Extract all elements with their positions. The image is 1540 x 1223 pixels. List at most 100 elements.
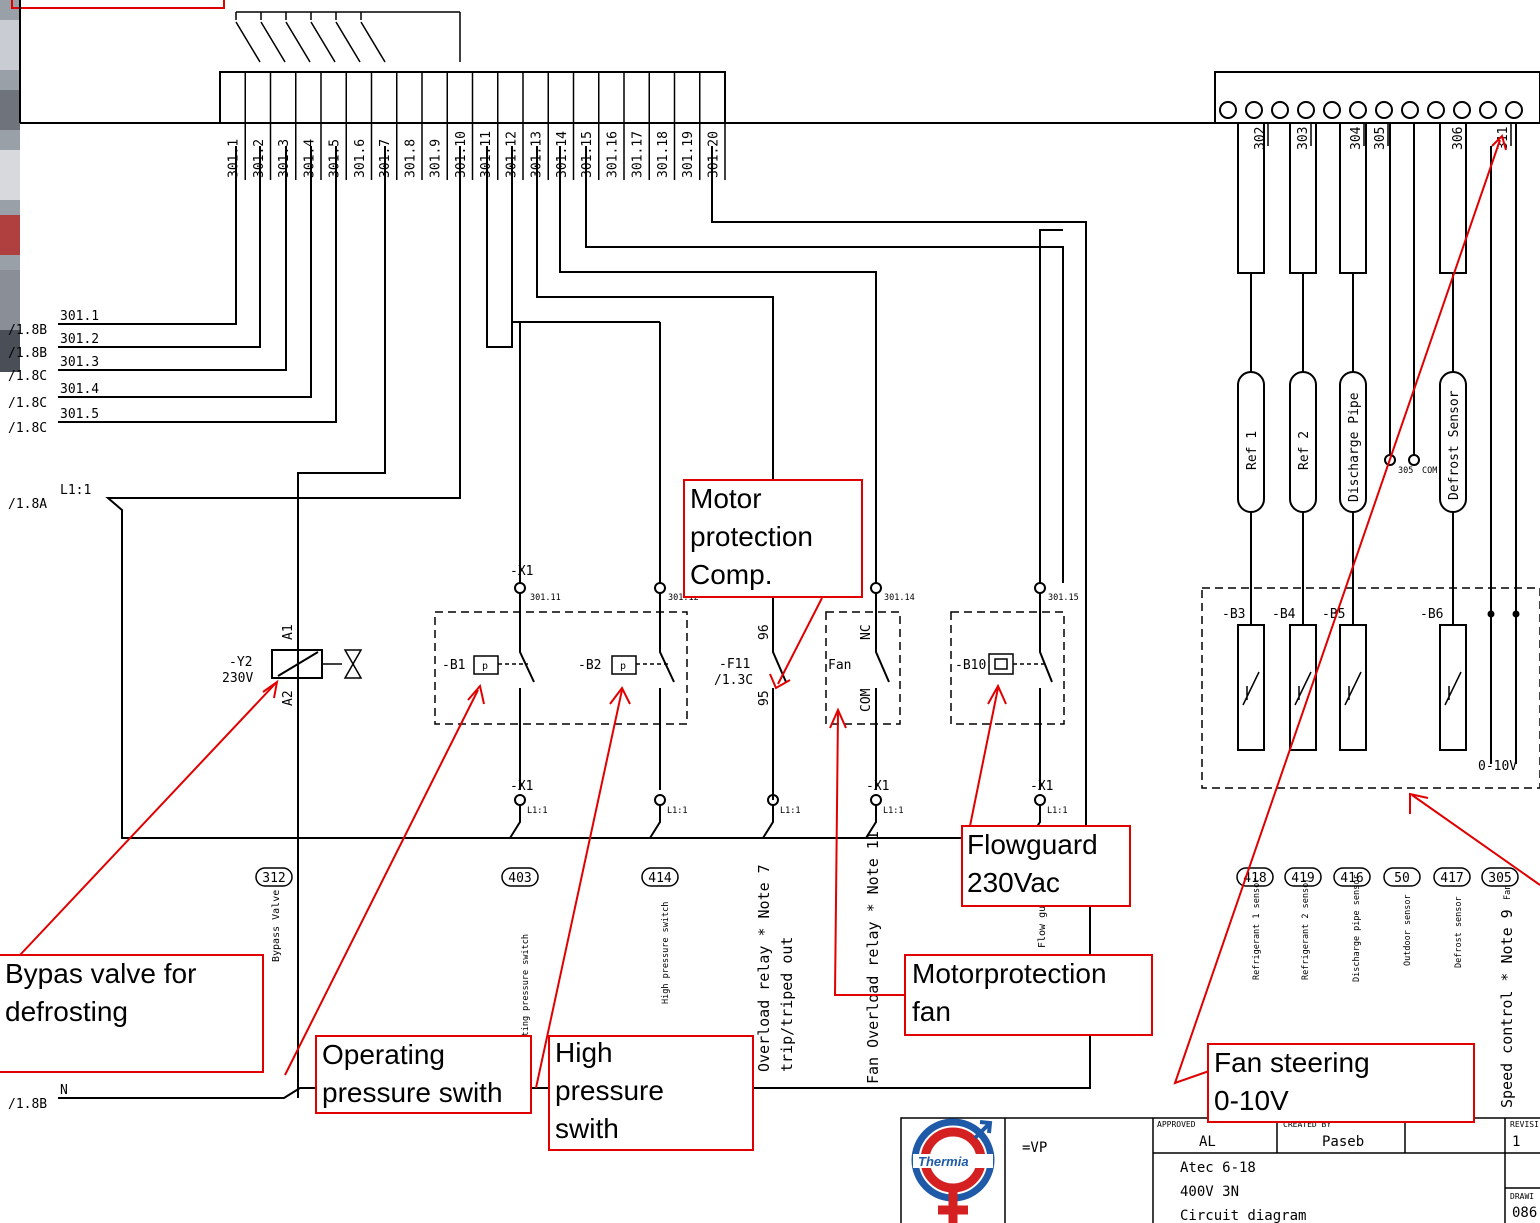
b1-label: -B1: [442, 658, 465, 673]
right-terminal-circle: [1453, 101, 1471, 119]
f11-96: 96: [757, 624, 772, 640]
f11-95: 95: [757, 690, 772, 706]
a2-label: A2: [281, 690, 296, 706]
b5-label: -B5: [1322, 607, 1345, 622]
callout-op-line2: pressure swith: [322, 1077, 503, 1108]
reference-bubble: [255, 867, 293, 887]
terminal-label: 301.14: [555, 131, 570, 178]
x1-label: -X1: [1030, 779, 1053, 794]
terminal-label: 301.15: [580, 131, 595, 178]
right-terminal-circle: [1505, 101, 1523, 119]
t15-label: 301.15: [1048, 593, 1079, 603]
solenoid-y2: -Y2 230V A1 A2: [222, 610, 363, 720]
switch-bank: [235, 11, 461, 63]
tb-line2: 400V 3N: [1180, 1184, 1239, 1200]
right-terminal-circle: [1323, 101, 1341, 119]
callout-mpfan-line2: fan: [912, 996, 951, 1027]
terminal-label: 301.9: [429, 139, 444, 178]
b2-p: p: [620, 661, 626, 672]
b10-label: -B10: [955, 658, 986, 673]
terminal-label: 301.18: [656, 131, 671, 178]
bubble-label: 418: [1243, 871, 1266, 886]
sensor-label: Ref 2: [1297, 431, 1312, 470]
fan-label: Fan: [828, 658, 851, 673]
callout-flowguard: Flowguard 230Vac: [961, 825, 1131, 907]
l11-label: L1:1: [780, 806, 800, 816]
terminal-label: 301.10: [454, 131, 469, 178]
desc-overload1: Overload relay * Note 7: [755, 864, 773, 1072]
t11-label: 301.11: [530, 593, 561, 603]
right-terminal-label: 303: [1296, 127, 1311, 150]
bubble-label: 312: [262, 871, 285, 886]
sensor-label: Defrost Sensor: [1447, 390, 1462, 500]
callout-high-pressure: High pressure swith: [548, 1035, 754, 1151]
left-ref: /1.8C: [8, 396, 47, 411]
callout-motorprotection-fan: Motorprotection fan: [904, 954, 1153, 1036]
tb-approved: AL: [1199, 1134, 1216, 1150]
switch-contact: [310, 21, 336, 63]
desc-speed: Speed control * Note 9: [1498, 909, 1516, 1108]
b6-label: -B6: [1420, 607, 1443, 622]
bubble-label: 419: [1291, 871, 1314, 886]
tb-created-label: CREATED BY: [1283, 1120, 1331, 1129]
desc-op-switch: Operating pressure switch: [521, 934, 531, 1062]
x1-terminal: [514, 794, 526, 806]
reference-bubble: [1433, 867, 1471, 887]
desc-discharge: Discharge pipe sensor: [1352, 875, 1362, 982]
tb-approved-label: APPROVED: [1157, 1120, 1196, 1129]
sensor-thermistor: [1237, 624, 1265, 751]
right-terminal-circle: [1349, 101, 1367, 119]
right-terminal-circle: [1245, 101, 1263, 119]
right-terminal-circle: [1427, 101, 1445, 119]
l11-label: L1:1: [1047, 806, 1067, 816]
switch-contact: [260, 21, 286, 63]
partial-annotation-box: [11, 0, 225, 9]
callout-motor-comp-line3: Comp.: [690, 559, 772, 590]
right-terminal-circle: [1375, 101, 1393, 119]
reference-bubble: [1236, 867, 1274, 887]
right-terminal-label: 302: [1253, 127, 1268, 150]
nc-label: NC: [859, 624, 874, 640]
switch-contact: [360, 21, 386, 63]
t14-label: 301.14: [884, 593, 915, 603]
callout-motor-comp-line1: Motor: [690, 483, 762, 514]
tb-revision: 1: [1512, 1134, 1520, 1150]
callout-fan-steering: Fan steering 0-10V: [1207, 1043, 1475, 1123]
com-label: COM: [859, 688, 874, 712]
x1-terminal: [1034, 794, 1046, 806]
callout-fansteer-line2: 0-10V: [1214, 1085, 1289, 1116]
y2-label: -Y2: [229, 655, 252, 670]
tb-line3: Circuit diagram: [1180, 1208, 1306, 1223]
reference-bubble: [641, 867, 679, 887]
terminal-label: 301.19: [681, 131, 696, 178]
f11-ref: /1.3C: [714, 673, 753, 688]
desc-fan-overload: Fan Overload relay * Note 11: [864, 831, 882, 1084]
overload-relay-f11: -F11 /1.3C 96 95: [714, 597, 787, 800]
terminal-label: 301.8: [403, 139, 418, 178]
left-ref: /1.8B: [8, 346, 47, 361]
x1-top-label: -X1: [510, 564, 533, 579]
tb-drawing-label: DRAWI: [1510, 1192, 1534, 1201]
left-ref: /1.8C: [8, 421, 47, 436]
right-terminal-circle: [1271, 101, 1289, 119]
tb-line1: Atec 6-18: [1180, 1160, 1256, 1176]
callout-bypass-valve: Bypas valve for defrosting: [0, 954, 264, 1073]
right-terminal-circle: [1219, 101, 1237, 119]
reference-bubble: [501, 867, 539, 887]
desc-flow: Flow gu: [1037, 906, 1048, 948]
right-terminal-label: 306: [1451, 127, 1466, 150]
pressure-switches: p p -B1 -B2 -X1 301.11 301.12: [434, 564, 699, 790]
desc-outdoor: Outdoor sensor: [1403, 894, 1413, 966]
right-terminal-label: 305: [1373, 127, 1388, 150]
bubble-label: 414: [648, 871, 672, 886]
terminal-wiring: [58, 146, 1091, 1099]
tb-location: =VP: [1022, 1140, 1047, 1156]
callout-op-line1: Operating: [322, 1039, 445, 1070]
terminal-label: 301.20: [706, 131, 721, 178]
sensor-thermistor: [1339, 624, 1367, 751]
reference-bubble: [1383, 867, 1421, 887]
bubble-label: 50: [1394, 871, 1410, 886]
b1-p: p: [482, 661, 488, 672]
